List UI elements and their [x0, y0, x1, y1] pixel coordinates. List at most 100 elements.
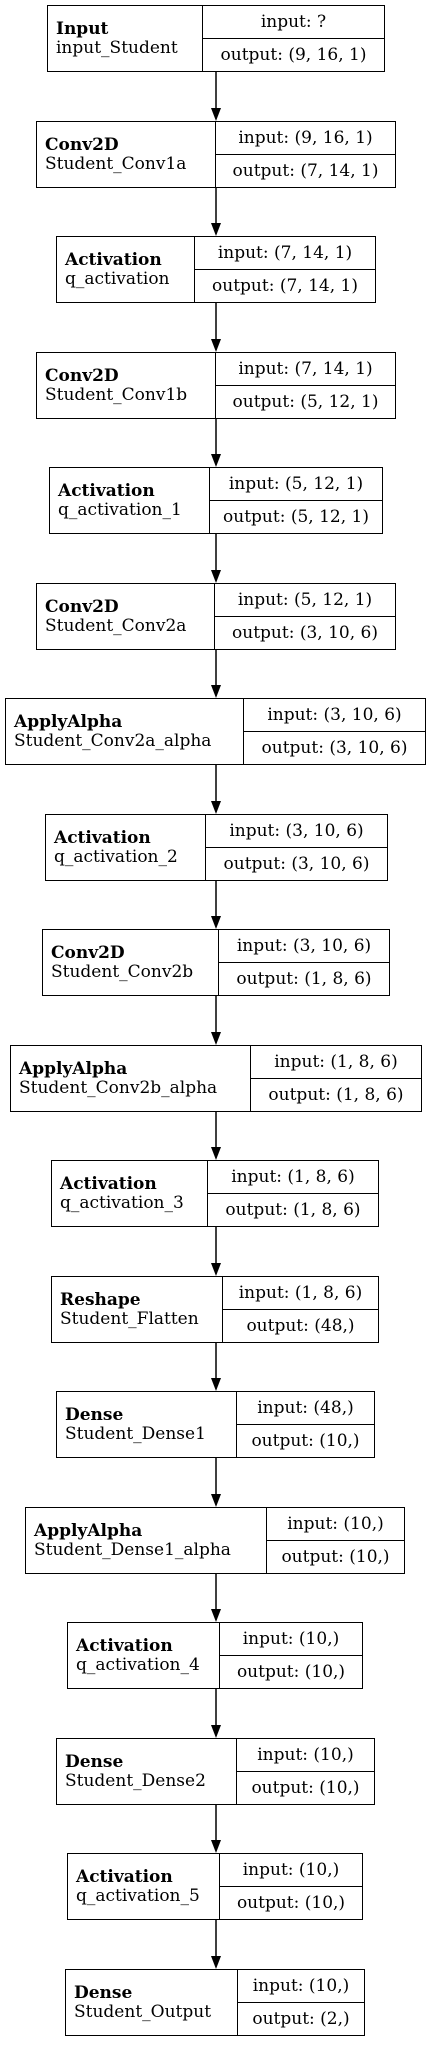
layer-name: q_activation_4: [76, 1654, 200, 1675]
arrow-head-icon: [211, 1263, 221, 1276]
arrow-head-icon: [211, 1840, 221, 1853]
output-shape: output: (3, 10, 6): [223, 854, 370, 874]
layer-type: Dense: [65, 1404, 124, 1425]
layer-name: Student_Dense2: [65, 1770, 206, 1791]
layer-name: q_activation_1: [58, 499, 182, 520]
arrow-head-icon: [211, 1147, 221, 1160]
layer-name: q_activation_3: [60, 1192, 184, 1213]
layer-type: ApplyAlpha: [14, 711, 123, 732]
output-shape: output: (5, 12, 1): [232, 392, 379, 412]
output-shape: output: (10,): [236, 1662, 346, 1682]
layer-shapes: input: (9, 16, 1)output: (7, 14, 1): [216, 122, 395, 187]
layer-name: Student_Output: [74, 2001, 212, 2022]
layer-shapes: input: (7, 14, 1) output: (7, 14, 1): [195, 237, 375, 302]
layer-type: Input: [56, 18, 109, 39]
input-shape: input: (1, 8, 6): [223, 1277, 378, 1310]
output-shape: output: (7, 14, 1): [232, 161, 379, 181]
layer-name: Student_Conv2b: [51, 961, 194, 982]
output-shape: output: (10,): [251, 1431, 360, 1451]
layer-type: Activation: [58, 480, 155, 501]
input-shape: input: (3, 10, 6): [206, 815, 387, 848]
layer-shapes: input: (1, 8, 6)output: (1, 8, 6): [208, 1161, 378, 1226]
arrow-head-icon: [211, 339, 221, 352]
arrow-head-icon: [211, 801, 221, 814]
input-shape: input: (7, 14, 1): [216, 353, 395, 386]
output-shape: output: (10,): [236, 1893, 346, 1913]
layer-type: Activation: [76, 1866, 173, 1887]
layer-name: Student_Flatten: [60, 1308, 199, 1329]
output-shape: output: (2,): [252, 2009, 350, 2029]
layer-name: Student_Conv1b: [45, 384, 188, 405]
output-shape: output: (3, 10, 6): [232, 623, 378, 643]
input-shape: input: (10,): [238, 1970, 364, 2003]
arrow-head-icon: [211, 108, 221, 121]
layer-shapes: input: (7, 14, 1) output: (5, 12, 1): [216, 353, 395, 418]
input-shape: input: (5, 12, 1): [210, 468, 382, 501]
layer-shapes: input: (10,)output: (10,): [220, 1854, 362, 1919]
layer-shapes: input: (10,) output: (2,): [238, 1970, 364, 2035]
output-shape: output: (7, 14, 1): [212, 276, 358, 296]
input-shape: input: (1, 8, 6): [208, 1161, 378, 1194]
layer-shapes: input: (3, 10, 6) output: (3, 10, 6): [206, 815, 387, 880]
layer-name: q_activation: [65, 268, 170, 289]
layer-name: q_activation_2: [54, 846, 178, 867]
layer-type: Dense: [65, 1751, 124, 1772]
layer-type: Reshape: [60, 1289, 141, 1310]
layer-shapes: input: (1, 8, 6) output: (1, 8, 6): [251, 1046, 421, 1111]
layer-name: Student_Conv2a: [45, 615, 187, 636]
input-shape: input: (48,): [237, 1392, 374, 1425]
arrow-head-icon: [211, 454, 221, 467]
layer-shapes: input: (3, 10, 6)output: (1, 8, 6): [219, 930, 389, 995]
layer-shapes: input: ?output: (9, 16, 1): [203, 6, 384, 71]
input-shape: input: (1, 8, 6): [251, 1046, 421, 1079]
input-shape: input: (3, 10, 6): [244, 699, 425, 732]
input-shape: input: (10,): [237, 1739, 374, 1772]
layer-type: ApplyAlpha: [34, 1520, 143, 1541]
layer-type: Dense: [74, 1982, 133, 2003]
input-shape: input: (5, 12, 1): [215, 584, 395, 617]
output-shape: output: (1, 8, 6): [268, 1085, 404, 1105]
layer-name: Student_Dense1_alpha: [34, 1539, 231, 1560]
layer-name: q_activation_5: [76, 1885, 200, 1906]
arrow-head-icon: [211, 685, 221, 698]
layer-shapes: input: (3, 10, 6)output: (3, 10, 6): [244, 699, 425, 764]
layer-name: input_Student: [56, 37, 178, 58]
layer-shapes: input: (10,)output: (10,): [267, 1508, 404, 1573]
layer-name: Student_Conv1a: [45, 153, 187, 174]
layer-type: Activation: [60, 1173, 157, 1194]
layer-shapes: input: (10,)output: (10,): [237, 1739, 374, 1804]
output-shape: output: (9, 16, 1): [220, 45, 367, 65]
input-shape: input: (10,): [267, 1508, 404, 1541]
arrow-head-icon: [211, 223, 221, 236]
input-shape: input: (7, 14, 1): [195, 237, 375, 270]
